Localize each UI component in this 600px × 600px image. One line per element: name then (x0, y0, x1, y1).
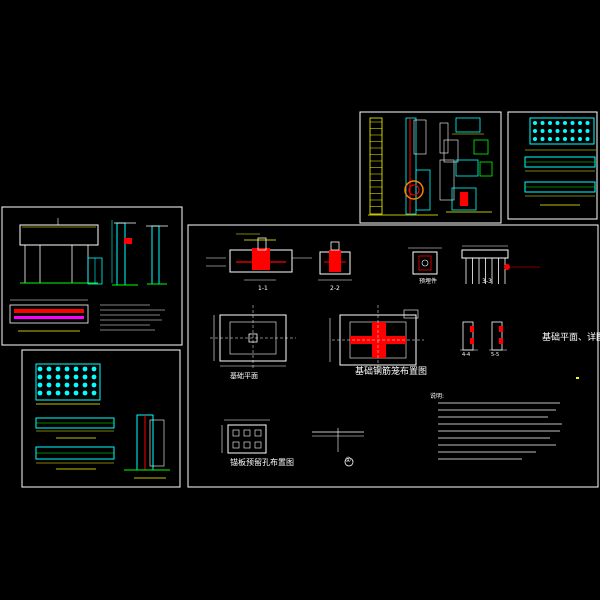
grid-dot (563, 129, 567, 133)
grid-dot (585, 121, 590, 125)
grid-dot (91, 374, 97, 380)
billboard-elevation-drawing (9, 218, 168, 332)
main-plan-title: 基础平面、详图 (542, 333, 600, 343)
plate-hole (232, 441, 240, 449)
grid-dot (540, 137, 545, 141)
grid-dot (37, 382, 43, 388)
grid-dot (82, 366, 88, 372)
grid-dot (578, 137, 582, 141)
foundation-plan-drawing (210, 305, 296, 370)
plate-hole (254, 429, 262, 437)
section-5-5-drawing (489, 321, 507, 351)
frame-main-foundation (187, 224, 599, 488)
yellow-marker (576, 377, 579, 379)
grid-dot (540, 121, 545, 125)
grid-dot (585, 129, 590, 133)
grid-dot (46, 382, 52, 388)
grid-dot (585, 137, 590, 141)
grid-dot (64, 374, 70, 380)
grid-dot (73, 390, 79, 396)
grid-dot (563, 137, 567, 141)
grid-dot (46, 374, 52, 380)
grid-dot (73, 374, 79, 380)
plate-hole (232, 429, 240, 437)
frame-panel-grid (21, 349, 181, 488)
grid-dot (533, 121, 537, 125)
grid-dot (82, 390, 88, 396)
grid-dot (46, 390, 52, 396)
grid-dot (64, 382, 70, 388)
foundation-plan-title: 基础平面 (230, 372, 258, 380)
frame-top-right-grid (507, 111, 598, 220)
grid-dot (64, 366, 70, 372)
grid-dot (548, 129, 552, 133)
grid-dot (64, 390, 70, 396)
grid-dot (533, 129, 537, 133)
grid-dot (55, 390, 61, 396)
embedded-part-drawing (408, 247, 442, 275)
grid-dot (73, 366, 79, 372)
grid-dot (548, 121, 552, 125)
grid-dot (37, 366, 43, 372)
grid-dot (540, 129, 545, 133)
grid-dot (563, 121, 567, 125)
circle-mark: ① (345, 456, 352, 464)
frame-billboard-elevation (1, 206, 183, 346)
grid-dot (55, 382, 61, 388)
grid-dot (548, 137, 552, 141)
panel-grid-drawing (35, 363, 170, 479)
grid-dot (578, 121, 582, 125)
grid-dot (73, 382, 79, 388)
plate-hole (254, 441, 262, 449)
embedded-part-title: 预埋件 (419, 278, 438, 285)
anchor-detail-drawing (312, 428, 364, 467)
grid-dot (37, 374, 43, 380)
sheet-frames (1, 111, 599, 488)
grid-dot (55, 366, 61, 372)
grid-dot (570, 137, 575, 141)
grid-dot (37, 390, 43, 396)
top-right-grid-drawing (524, 117, 596, 206)
grid-dot (46, 366, 52, 372)
section-2-label: 2-2 (330, 285, 340, 292)
section-2-2-drawing (318, 241, 352, 281)
grid-dot (578, 129, 582, 133)
grid-dot (555, 121, 560, 125)
section-5-label: 5-5 (491, 352, 500, 358)
notes-text-lines (438, 402, 562, 460)
anchor-plate-drawing (221, 419, 270, 454)
grid-dot (91, 366, 97, 372)
grid-dot (91, 382, 97, 388)
grid-dot (555, 137, 560, 141)
grid-dot (555, 129, 560, 133)
section-4-label: 4-4 (462, 352, 471, 358)
rebar-layout-title: 基础钢筋笼布置图 (355, 367, 428, 377)
notes-heading: 说明: (430, 393, 445, 400)
section-3-3-drawing (461, 245, 540, 284)
section-3-label: 3-3 (482, 278, 492, 285)
grid-dot (533, 137, 537, 141)
frame-column-details (359, 111, 502, 224)
grid-dot (55, 374, 61, 380)
grid-dot (82, 374, 88, 380)
rebar-layout-drawing (329, 305, 424, 372)
grid-dot (570, 121, 575, 125)
plate-hole (243, 429, 251, 437)
grid-dot (91, 390, 97, 396)
grid-dot (82, 382, 88, 388)
grid-dot (570, 129, 575, 133)
column-details-drawing (368, 117, 493, 216)
anchor-plate-title: 锚板预留孔布置图 (230, 458, 294, 467)
section-1-label: 1-1 (258, 285, 268, 292)
section-1-1-drawing (206, 233, 312, 281)
plate-hole (243, 441, 251, 449)
section-4-4-drawing (460, 321, 478, 351)
